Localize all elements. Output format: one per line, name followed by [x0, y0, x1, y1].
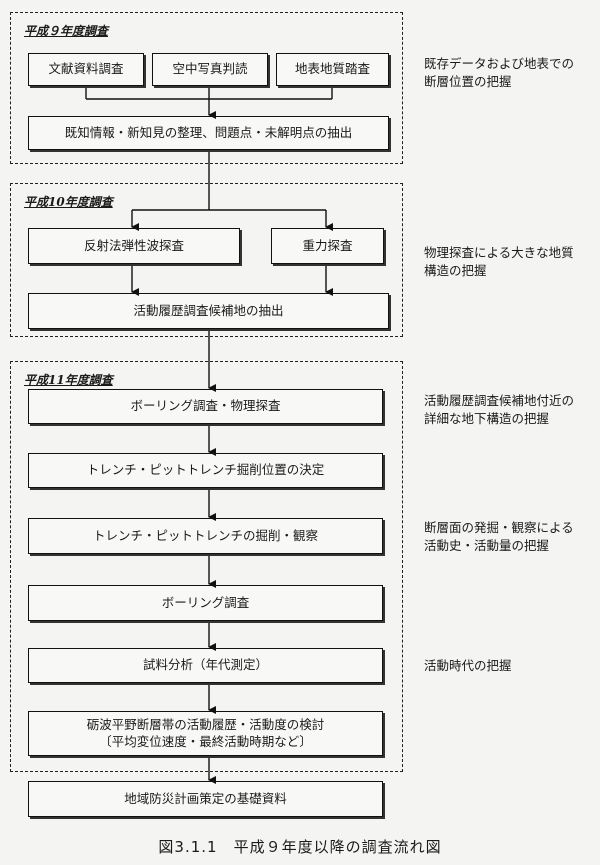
- box-boring: ボーリング調査: [28, 585, 383, 621]
- box-juuryoku: 重力探査: [271, 228, 384, 264]
- box-katsudou-kouho: 活動履歴調査候補地の抽出: [28, 293, 389, 329]
- figure-caption: 図3.1.1 平成９年度以降の調査流れ図: [158, 838, 442, 856]
- note-h11-c: 活動時代の把握: [424, 657, 512, 675]
- box-kentou: 砺波平野断層帯の活動履歴・活動度の検討 〔平均変位速度・最終活動時期など〕: [28, 711, 383, 756]
- note-h9: 既存データおよび地表での 断層位置の把握: [424, 55, 574, 91]
- note-h11-a-line2: 詳細な地下構造の把握: [424, 411, 550, 427]
- group-h11: [10, 361, 403, 772]
- note-h10-line2: 構造の把握: [424, 263, 487, 279]
- box-kiso: 地域防災計画策定の基礎資料: [28, 781, 383, 817]
- box-hansha: 反射法弾性波探査: [28, 228, 240, 264]
- note-h9-line1: 既存データおよび地表での: [424, 56, 575, 71]
- group-h11-label: 平成11年度調査: [24, 373, 113, 387]
- note-h9-line2: 断層位置の把握: [424, 74, 512, 90]
- box-boring-butsuri: ボーリング調査・物理探査: [28, 389, 383, 424]
- box-trench-kansatsu: トレンチ・ピットトレンチの掘削・観察: [28, 518, 383, 554]
- group-h10-label: 平成10年度調査: [24, 195, 113, 209]
- box-shiryou: 試料分析（年代測定）: [28, 648, 383, 683]
- note-h10: 物理探査による大きな地質 構造の把握: [424, 244, 574, 280]
- box-kentou-line2: 〔平均変位速度・最終活動時期など〕: [99, 733, 312, 749]
- box-kentou-line1: 砺波平野断層帯の活動履歴・活動度の検討: [86, 716, 325, 732]
- note-h11-b-line1: 断層面の発掘・観察による: [424, 520, 574, 535]
- note-h11-b-line2: 活動史・活動量の把握: [424, 538, 550, 554]
- box-kuuchuu: 空中写真判読: [152, 53, 268, 86]
- box-trench-kettei: トレンチ・ピットトレンチ掘削位置の決定: [28, 453, 383, 488]
- box-chihyou: 地表地質踏査: [276, 53, 389, 86]
- note-h11-b: 断層面の発掘・観察による 活動史・活動量の把握: [424, 519, 574, 555]
- box-kichi: 既知情報・新知見の整理、問題点・未解明点の抽出: [28, 116, 389, 150]
- note-h11-a-line1: 活動履歴調査候補地付近の: [424, 393, 575, 408]
- box-bunken: 文献資料調査: [28, 53, 144, 86]
- group-h9-label: 平成９年度調査: [24, 24, 109, 38]
- group-h9: [10, 12, 403, 164]
- note-h10-line1: 物理探査による大きな地質: [424, 245, 574, 260]
- note-h11-c-line1: 活動時代の把握: [424, 658, 512, 673]
- group-h10: [10, 183, 403, 337]
- note-h11-a: 活動履歴調査候補地付近の 詳細な地下構造の把握: [424, 392, 574, 428]
